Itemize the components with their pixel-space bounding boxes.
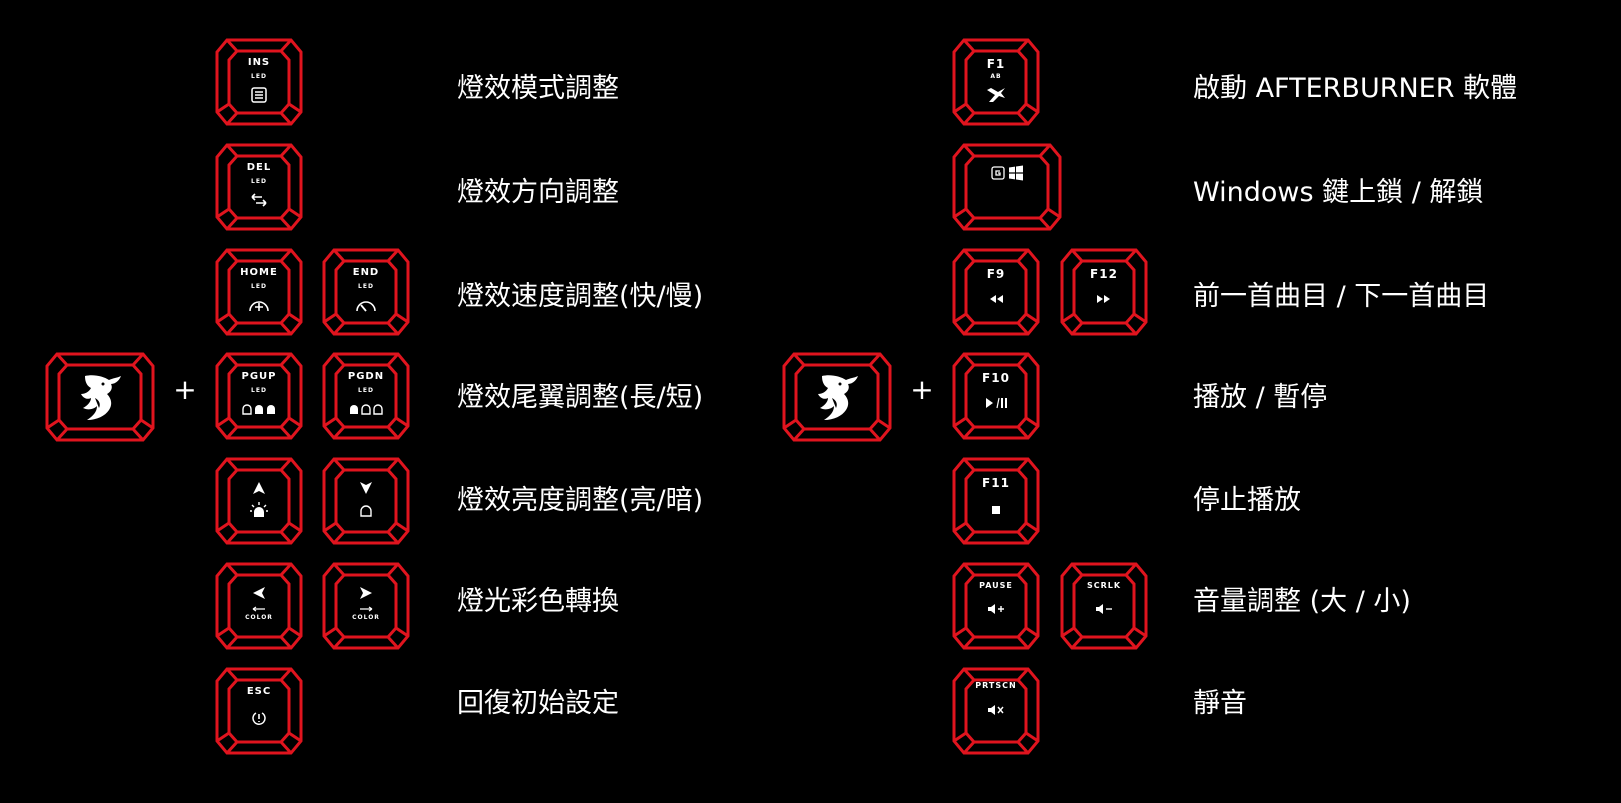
left-arrow-key[interactable]: COLOR	[215, 562, 303, 650]
f10-key[interactable]: F10	[952, 352, 1040, 440]
speed-down-icon	[322, 294, 410, 316]
esc-key-label: ESC	[246, 686, 272, 697]
left-desc-4: 燈效尾翼調整(長/短)	[457, 382, 704, 413]
color-label-right: COLOR	[352, 614, 380, 621]
down-arrow-icon	[322, 477, 410, 499]
f11-key-label: F11	[982, 476, 1010, 490]
f10-key-label: F10	[982, 371, 1010, 385]
volume-down-icon	[1060, 598, 1148, 620]
right-desc-2: Windows 鍵上鎖 / 解鎖	[1193, 177, 1484, 208]
pgup-key[interactable]: PGUP LED	[215, 352, 303, 440]
msi-dragon-icon	[782, 370, 892, 424]
brightness-down-icon	[322, 499, 410, 521]
prtscn-key-label: PRTSCN	[975, 681, 1017, 690]
left-desc-5: 燈效亮度調整(亮/暗)	[457, 485, 704, 516]
right-desc-5: 停止播放	[1193, 485, 1301, 516]
mode-list-icon	[215, 84, 303, 106]
pgup-led-label: LED	[251, 387, 267, 394]
ins-key[interactable]: INS LED	[215, 38, 303, 126]
right-desc-1: 啟動 AFTERBURNER 軟體	[1193, 73, 1518, 104]
prtscn-key[interactable]: PRTSCN	[952, 667, 1040, 755]
right-arrow-icon	[322, 582, 410, 604]
plus-sign-right: +	[910, 373, 934, 406]
reset-icon	[215, 707, 303, 729]
speed-up-icon	[215, 294, 303, 316]
pgup-key-label: PGUP	[241, 371, 277, 382]
win-lock-key[interactable]	[952, 143, 1062, 231]
left-desc-1: 燈效模式調整	[457, 73, 619, 104]
scrlk-key-label: SCRLK	[1086, 581, 1122, 590]
f12-key[interactable]: F12	[1060, 248, 1148, 336]
left-arrow-icon	[215, 582, 303, 604]
f11-key[interactable]: F11	[952, 457, 1040, 545]
plus-sign-left: +	[173, 373, 197, 406]
del-key[interactable]: DEL LED	[215, 143, 303, 231]
del-led-label: LED	[251, 178, 267, 185]
left-desc-2: 燈效方向調整	[457, 177, 619, 208]
ins-led-label: LED	[251, 73, 267, 80]
stop-icon	[952, 499, 1040, 521]
tail-long-icon	[215, 398, 303, 420]
up-arrow-key[interactable]	[215, 457, 303, 545]
home-key-label: HOME	[240, 267, 278, 278]
right-desc-4: 播放 / 暫停	[1193, 382, 1328, 413]
end-key[interactable]: END LED	[322, 248, 410, 336]
color-prev-icon	[215, 604, 303, 614]
f1-key[interactable]: F1 AB	[952, 38, 1040, 126]
msi-dragon-icon	[45, 370, 155, 424]
pause-key[interactable]: PAUSE	[952, 562, 1040, 650]
mute-icon	[952, 699, 1040, 721]
f1-ab-label: AB	[990, 73, 1002, 80]
f9-key-label: F9	[986, 267, 1006, 281]
pgdn-key[interactable]: PGDN LED	[322, 352, 410, 440]
right-desc-3: 前一首曲目 / 下一首曲目	[1193, 281, 1490, 312]
pgdn-led-label: LED	[358, 387, 374, 394]
del-key-label: DEL	[246, 162, 272, 173]
tail-short-icon	[322, 398, 410, 420]
end-led-label: LED	[358, 283, 374, 290]
next-track-icon	[1060, 288, 1148, 310]
right-arrow-key[interactable]: COLOR	[322, 562, 410, 650]
end-key-label: END	[352, 267, 380, 278]
color-label-left: COLOR	[245, 614, 273, 621]
down-arrow-key[interactable]	[322, 457, 410, 545]
brightness-up-icon	[215, 499, 303, 521]
previous-track-icon	[952, 288, 1040, 310]
right-desc-7: 靜音	[1193, 688, 1247, 719]
windows-icon	[970, 162, 1062, 184]
right-desc-6: 音量調整 (大 / 小)	[1193, 586, 1411, 617]
f12-key-label: F12	[1090, 267, 1118, 281]
left-desc-3: 燈效速度調整(快/慢)	[457, 281, 704, 312]
direction-arrows-icon	[215, 189, 303, 211]
pgdn-key-label: PGDN	[347, 371, 385, 382]
f9-key[interactable]: F9	[952, 248, 1040, 336]
msi-dragon-key[interactable]	[45, 352, 155, 442]
home-led-label: LED	[251, 283, 267, 290]
volume-up-icon	[952, 598, 1040, 620]
gaming-mode-icon	[934, 162, 1062, 184]
ins-key-label: INS	[247, 57, 271, 68]
esc-key[interactable]: ESC	[215, 667, 303, 755]
pause-key-label: PAUSE	[979, 581, 1013, 590]
msi-dragon-key-right[interactable]	[782, 352, 892, 442]
scrlk-key[interactable]: SCRLK	[1060, 562, 1148, 650]
up-arrow-icon	[215, 477, 303, 499]
afterburner-icon	[952, 84, 1040, 106]
home-key[interactable]: HOME LED	[215, 248, 303, 336]
left-desc-7: 回復初始設定	[457, 688, 619, 719]
left-desc-6: 燈光彩色轉換	[457, 586, 619, 617]
play-pause-icon	[952, 392, 1040, 414]
color-next-icon	[322, 604, 410, 614]
f1-key-label: F1	[986, 57, 1006, 71]
